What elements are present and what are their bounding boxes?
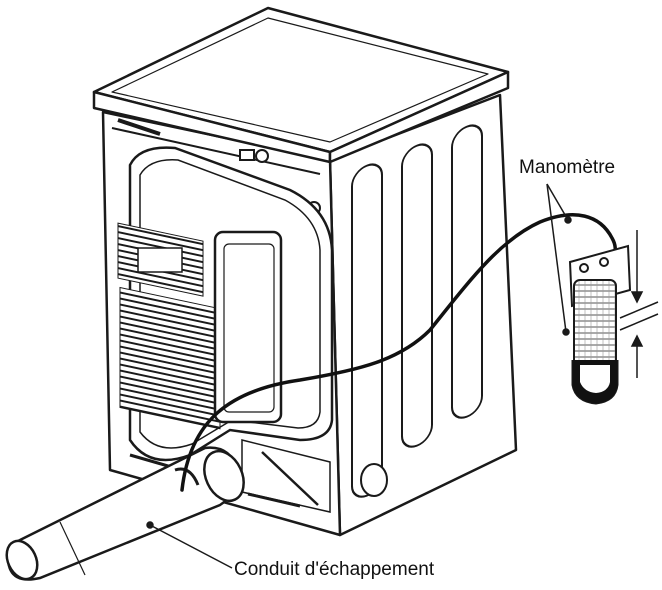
side-foot [360, 463, 388, 497]
top-lip-side [328, 70, 510, 164]
exhaust-duct [5, 446, 245, 581]
vent-grill-bottom [119, 286, 221, 430]
side-ribs [351, 124, 483, 498]
exhaust-duct-label: Conduit d'échappement [234, 559, 435, 580]
measurement-marks [619, 230, 659, 378]
manometer-gauge [568, 244, 632, 405]
manometer-label: Manomètre [519, 157, 616, 178]
leader-lines [146, 183, 572, 569]
manometer-tube [180, 213, 617, 492]
